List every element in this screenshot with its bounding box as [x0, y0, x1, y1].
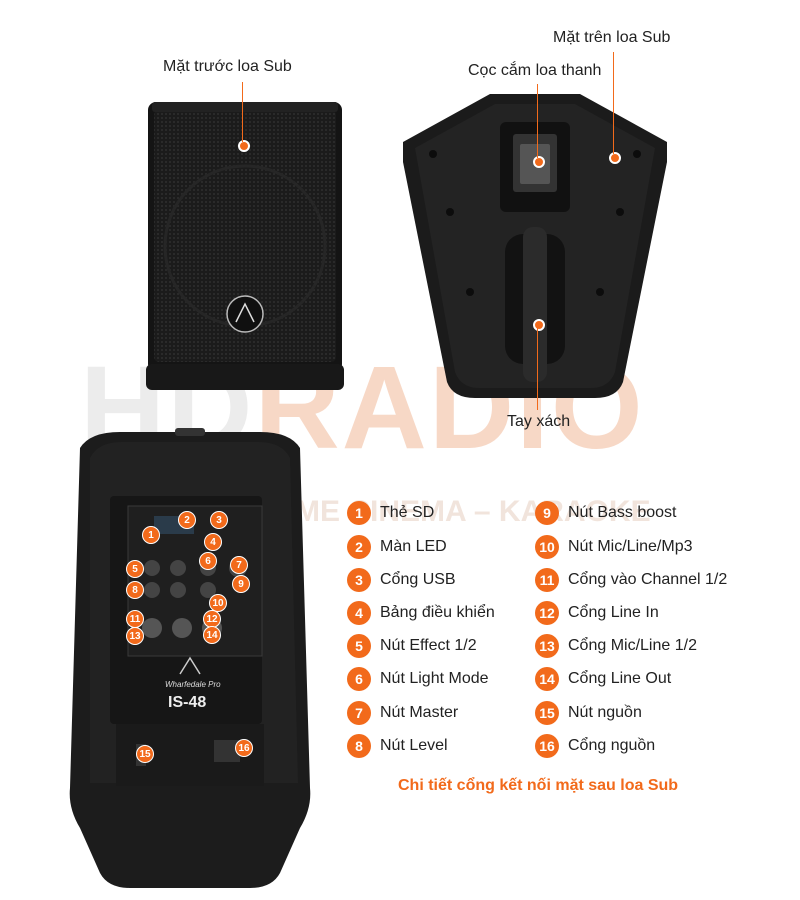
legend-number: 16	[535, 734, 559, 758]
front-speaker-image	[146, 102, 344, 390]
legend-number: 10	[535, 535, 559, 559]
legend-item: 16 Cổng nguồn	[535, 733, 655, 759]
legend-number: 3	[347, 568, 371, 592]
label-top: Mặt trên loa Sub	[553, 29, 671, 46]
legend-item: 5 Nút Effect 1/2	[347, 633, 477, 659]
legend-text: Nút nguồn	[568, 704, 642, 721]
legend-item: 12 Cổng Line In	[535, 600, 659, 626]
label-handle: Tay xách	[507, 413, 571, 430]
panel-marker-9: 9	[232, 575, 250, 593]
legend-item: 7 Nút Master	[347, 700, 458, 726]
legend-text: Cổng nguồn	[568, 737, 656, 754]
legend-text: Nút Level	[380, 737, 448, 754]
legend-text: Cổng vào Channel 1/2	[568, 571, 728, 588]
legend-text: Bảng điều khiển	[380, 604, 495, 621]
legend-item: 10 Nút Mic/Line/Mp3	[535, 534, 693, 560]
legend-item: 11 Cổng vào Channel 1/2	[535, 567, 727, 593]
legend-text: Cổng Line Out	[568, 670, 672, 687]
legend-text: Cổng Mic/Line 1/2	[568, 637, 697, 654]
label-pole: Cọc cắm loa thanh	[468, 62, 602, 79]
legend-text: Thẻ SD	[380, 504, 435, 521]
panel-marker-13: 13	[126, 627, 144, 645]
caption: Chi tiết cổng kết nối mặt sau loa Sub	[398, 777, 679, 794]
handle-point	[533, 319, 545, 331]
legend-text: Nút Mic/Line/Mp3	[568, 538, 693, 555]
front-point	[238, 140, 250, 152]
top-point	[609, 152, 621, 164]
legend-number: 13	[535, 634, 559, 658]
legend-item: 3 Cổng USB	[347, 567, 456, 593]
pole-leader	[537, 84, 538, 158]
legend-number: 9	[535, 501, 559, 525]
panel-marker-8: 8	[126, 581, 144, 599]
legend-item: 4 Bảng điều khiển	[347, 600, 495, 626]
legend-number: 2	[347, 535, 371, 559]
panel-marker-6: 6	[199, 552, 217, 570]
legend-item: 9 Nút Bass boost	[535, 500, 677, 526]
panel-marker-2: 2	[178, 511, 196, 529]
legend-number: 4	[347, 601, 371, 625]
legend-text: Cổng USB	[380, 571, 456, 588]
legend-number: 5	[347, 634, 371, 658]
legend-number: 8	[347, 734, 371, 758]
legend-text: Nút Light Mode	[380, 670, 489, 687]
panel-marker-15: 15	[136, 745, 154, 763]
legend-number: 15	[535, 701, 559, 725]
legend-item: 13 Cổng Mic/Line 1/2	[535, 633, 697, 659]
panel-brand-script: Wharfedale Pro	[165, 680, 221, 689]
panel-marker-1: 1	[142, 526, 160, 544]
pole-point	[533, 156, 545, 168]
panel-marker-14: 14	[203, 626, 221, 644]
legend-number: 12	[535, 601, 559, 625]
top-leader	[613, 52, 614, 154]
panel-marker-7: 7	[230, 556, 248, 574]
panel-marker-5: 5	[126, 560, 144, 578]
legend-item: 8 Nút Level	[347, 733, 448, 759]
top-speaker-image	[403, 94, 667, 398]
panel-marker-4: 4	[204, 533, 222, 551]
panel-marker-16: 16	[235, 739, 253, 757]
legend-item: 14 Cổng Line Out	[535, 666, 671, 692]
legend-item: 2 Màn LED	[347, 534, 447, 560]
label-front: Mặt trước loa Sub	[163, 58, 292, 75]
handle-leader	[537, 326, 538, 410]
legend-number: 6	[347, 667, 371, 691]
legend-number: 7	[347, 701, 371, 725]
rear-speaker-image	[69, 428, 311, 888]
legend-text: Nút Master	[380, 704, 459, 721]
legend-text: Nút Bass boost	[568, 504, 677, 521]
legend-item: 6 Nút Light Mode	[347, 666, 489, 692]
legend-text: Màn LED	[380, 538, 447, 555]
panel-marker-11: 11	[126, 610, 144, 628]
panel-model: IS-48	[168, 694, 207, 711]
panel-marker-3: 3	[210, 511, 228, 529]
legend-text: Nút Effect 1/2	[380, 637, 477, 654]
front-leader	[242, 82, 243, 142]
legend-number: 11	[535, 568, 559, 592]
legend-number: 1	[347, 501, 371, 525]
legend-item: 15 Nút nguồn	[535, 700, 642, 726]
legend-number: 14	[535, 667, 559, 691]
legend-item: 1 Thẻ SD	[347, 500, 434, 526]
legend-text: Cổng Line In	[568, 604, 659, 621]
